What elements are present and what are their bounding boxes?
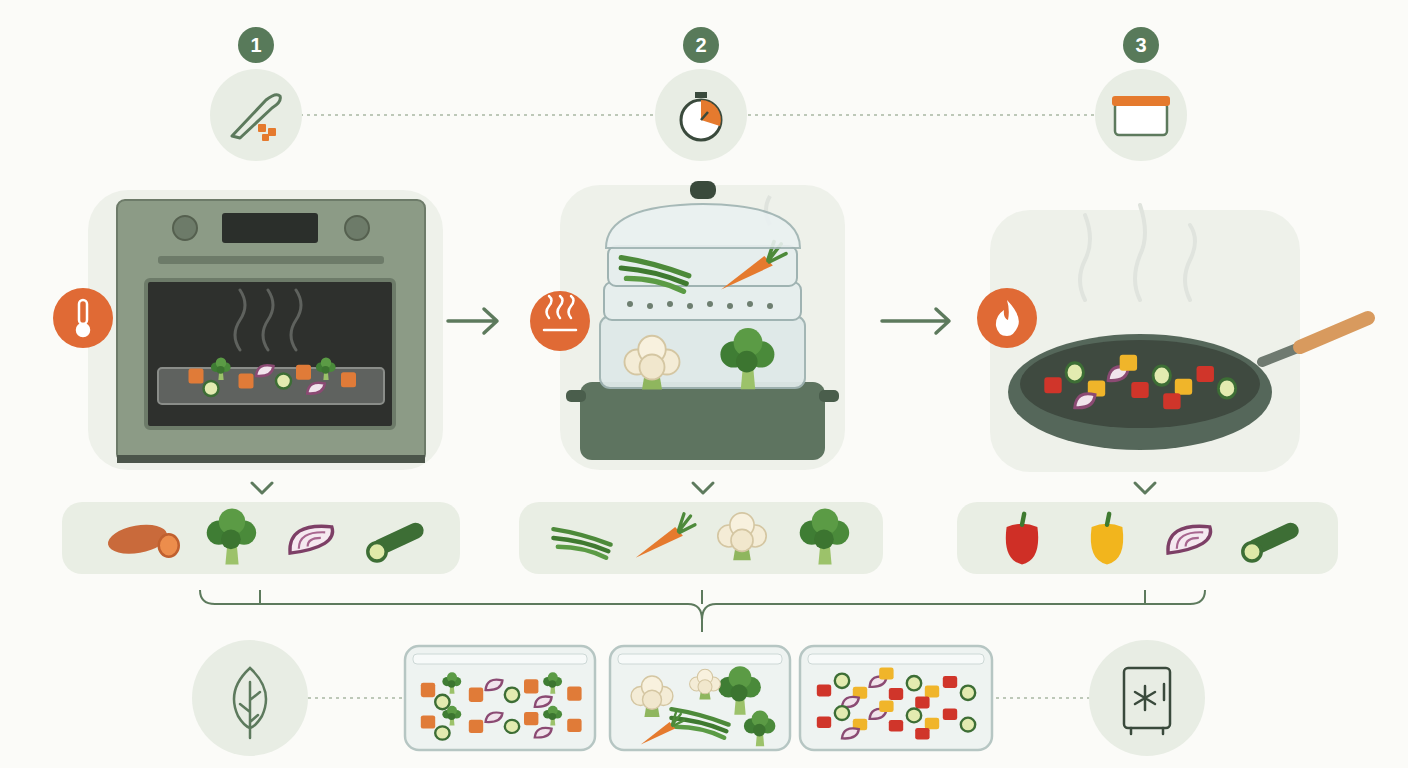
meal-containers (405, 646, 992, 750)
step-number-text: 2 (695, 35, 706, 55)
frying-pan (1008, 205, 1368, 450)
timer-icon (681, 92, 721, 140)
steamer (566, 181, 839, 460)
step-number: 3 (1123, 27, 1159, 63)
step-number: 2 (683, 27, 719, 63)
step-number-text: 3 (1135, 35, 1146, 55)
thermometer-icon (77, 300, 89, 336)
knife-icon (232, 95, 280, 141)
leaf-icon (234, 668, 266, 738)
step-number: 1 (238, 27, 274, 63)
flame-icon (996, 300, 1019, 336)
steam-icon (544, 296, 576, 330)
oven (117, 200, 425, 463)
merge-bracket (200, 590, 1205, 632)
step-number-text: 1 (250, 35, 261, 55)
freezer-icon (1124, 668, 1170, 734)
container-icon (1112, 96, 1170, 135)
